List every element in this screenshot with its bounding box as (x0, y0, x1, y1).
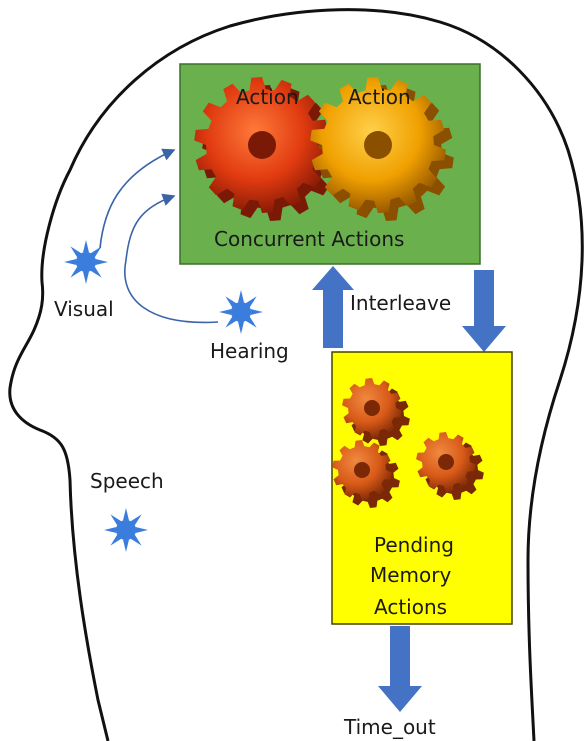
speech-label: Speech (90, 469, 164, 493)
actions-label: Actions (374, 595, 447, 619)
star-ray (83, 272, 89, 284)
pending-label: Pending (374, 533, 454, 557)
interleave-label: Interleave (350, 291, 451, 315)
star-burst-icon (64, 240, 108, 284)
action-label-2: Action (348, 85, 411, 109)
star-ray (123, 508, 129, 520)
star-ray (104, 527, 116, 533)
gear-hole (364, 400, 380, 416)
gear-hole (438, 454, 454, 470)
star-ray (83, 240, 89, 252)
star-ray (96, 259, 108, 265)
time-out-arrow (378, 626, 422, 712)
up-arrow (312, 266, 354, 348)
down-arrow (462, 270, 506, 352)
star-ray (219, 309, 231, 315)
star-burst-icon (104, 508, 148, 552)
time-out-label: Time_out (343, 715, 436, 739)
star-ray (238, 322, 244, 334)
concurrent-actions-label: Concurrent Actions (214, 227, 404, 251)
gear-hole (354, 462, 370, 478)
gear-hole (364, 131, 392, 159)
star-burst-icon (219, 290, 263, 334)
star-ray (238, 290, 244, 302)
gear-hole (248, 131, 276, 159)
visual-arrow (100, 150, 174, 248)
hearing-label: Hearing (210, 339, 289, 363)
star-ray (251, 309, 263, 315)
star-ray (136, 527, 148, 533)
action-label-1: Action (236, 85, 299, 109)
star-ray (123, 540, 129, 552)
memory-label: Memory (370, 563, 452, 587)
visual-label: Visual (54, 297, 114, 321)
star-ray (64, 259, 76, 265)
